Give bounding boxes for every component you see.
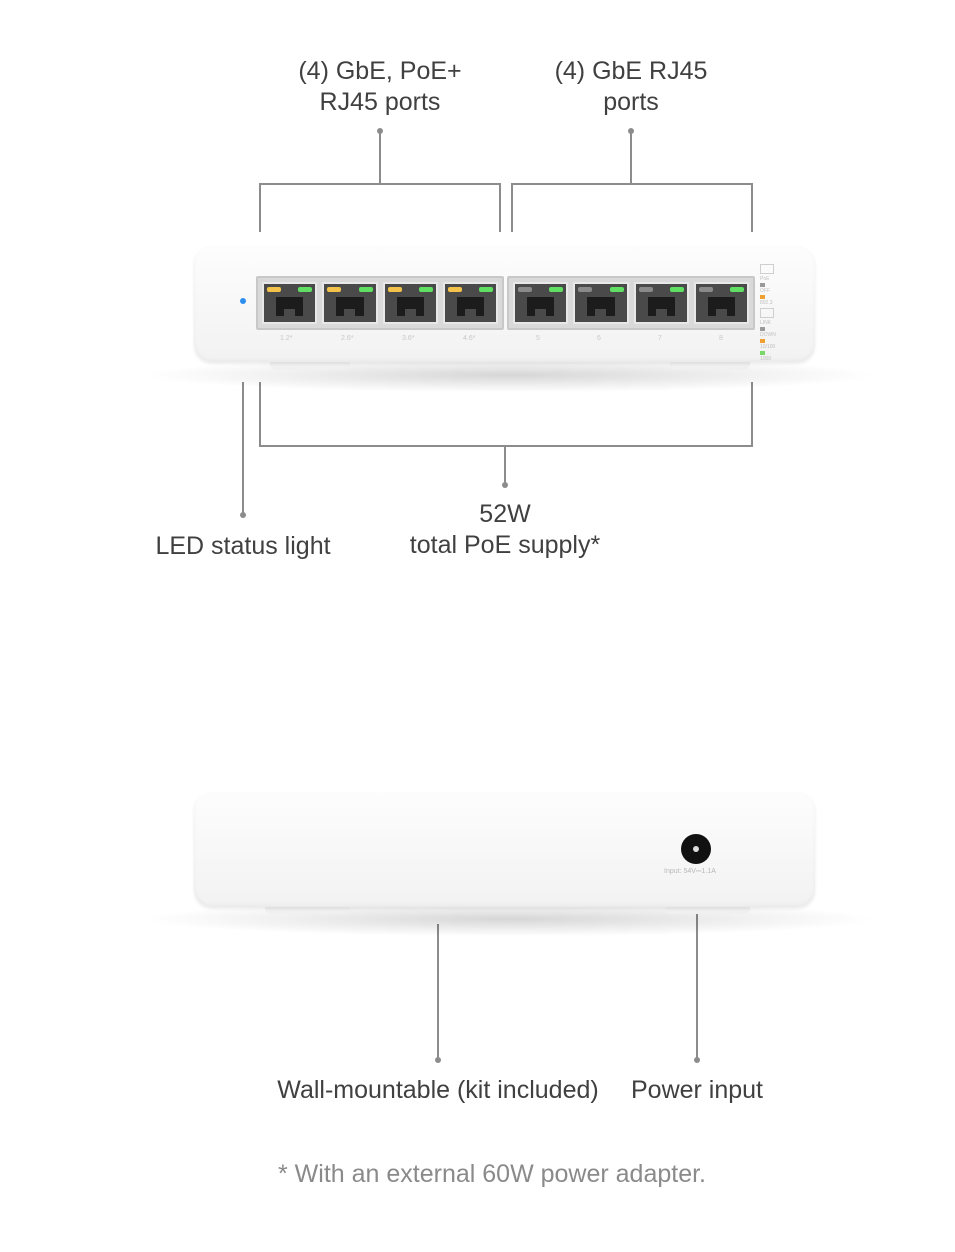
poe-icon bbox=[760, 264, 774, 274]
port-2-link-led bbox=[358, 287, 373, 292]
dc-power-jack bbox=[681, 834, 711, 864]
rj45-port-3 bbox=[382, 282, 438, 324]
back-foot-left bbox=[265, 904, 350, 914]
poe-ports-bracket bbox=[259, 183, 501, 232]
poe-ports-label: (4) GbE, PoE+ RJ45 ports bbox=[298, 57, 462, 116]
front-foot-right bbox=[670, 360, 750, 370]
port-4-poe-led bbox=[447, 287, 462, 292]
link-icon bbox=[760, 308, 774, 318]
wall-mount-label: Wall-mountable (kit included) bbox=[277, 1076, 599, 1104]
switch-back-body bbox=[194, 792, 815, 907]
rj45-port-4 bbox=[442, 282, 498, 324]
port-6-speed-led bbox=[578, 287, 593, 292]
legend-poe-off: OFF bbox=[760, 282, 776, 294]
legend-poe-title: PoE bbox=[760, 276, 770, 282]
port-number-7: 7 bbox=[658, 335, 662, 342]
rj45-port-7 bbox=[633, 282, 689, 324]
gbe-ports-bracket bbox=[511, 183, 753, 232]
rj45-port-6 bbox=[573, 282, 629, 324]
port-number-1: 1.2* bbox=[280, 335, 293, 342]
poe-supply-label: 52W total PoE supply* bbox=[409, 500, 601, 559]
legend-swatch bbox=[760, 294, 765, 299]
port-number-2: 2.6* bbox=[341, 335, 354, 342]
port-1-link-led bbox=[298, 287, 313, 292]
port-number-3: 3.6* bbox=[402, 335, 415, 342]
power-input-label: Power input bbox=[630, 1076, 764, 1104]
legend-link-down: DOWN bbox=[760, 326, 776, 338]
led-legend: PoE OFF 802.3 LINK DOWN 10/100 1000 bbox=[760, 262, 776, 362]
legend-link-1000: 1000 bbox=[760, 350, 776, 362]
port-8-link-led bbox=[730, 287, 744, 292]
led-status-label: LED status light bbox=[155, 532, 331, 560]
port-3-poe-led bbox=[387, 287, 402, 292]
status-led bbox=[240, 298, 246, 304]
power-rating-text: Input: 54V⎓1.1A bbox=[664, 868, 716, 875]
legend-swatch bbox=[760, 350, 765, 355]
legend-swatch bbox=[760, 338, 765, 343]
gbe-port-group bbox=[507, 276, 755, 330]
front-foot-left bbox=[270, 360, 350, 370]
port-4-link-led bbox=[479, 287, 493, 292]
legend-link-100: 10/100 bbox=[760, 338, 776, 350]
rj45-port-1 bbox=[262, 282, 318, 324]
poe-port-group bbox=[256, 276, 504, 330]
port-5-link-led bbox=[549, 287, 564, 292]
port-7-speed-led bbox=[638, 287, 653, 292]
port-number-8: 8 bbox=[719, 335, 723, 342]
port-1-poe-led bbox=[267, 287, 281, 292]
port-3-link-led bbox=[418, 287, 433, 292]
port-5-speed-led bbox=[518, 287, 532, 292]
port-number-6: 6 bbox=[597, 335, 601, 342]
port-6-link-led bbox=[609, 287, 624, 292]
footnote: * With an external 60W power adapter. bbox=[278, 1160, 707, 1188]
port-8-speed-led bbox=[698, 287, 713, 292]
port-number-5: 5 bbox=[536, 335, 540, 342]
legend-poe-on: 802.3 bbox=[760, 294, 776, 306]
back-shadow bbox=[150, 902, 870, 936]
rj45-port-5 bbox=[513, 282, 569, 324]
gbe-ports-label: (4) GbE RJ45 ports bbox=[554, 57, 708, 116]
front-shadow bbox=[150, 358, 870, 392]
port-number-4: 4.6* bbox=[463, 335, 476, 342]
rj45-port-8 bbox=[693, 282, 749, 324]
port-2-poe-led bbox=[327, 287, 342, 292]
back-foot-right bbox=[665, 904, 750, 914]
port-7-link-led bbox=[669, 287, 684, 292]
legend-link-title: LINK bbox=[760, 320, 772, 326]
legend-swatch bbox=[760, 282, 765, 287]
rj45-port-2 bbox=[322, 282, 378, 324]
legend-swatch bbox=[760, 326, 765, 331]
